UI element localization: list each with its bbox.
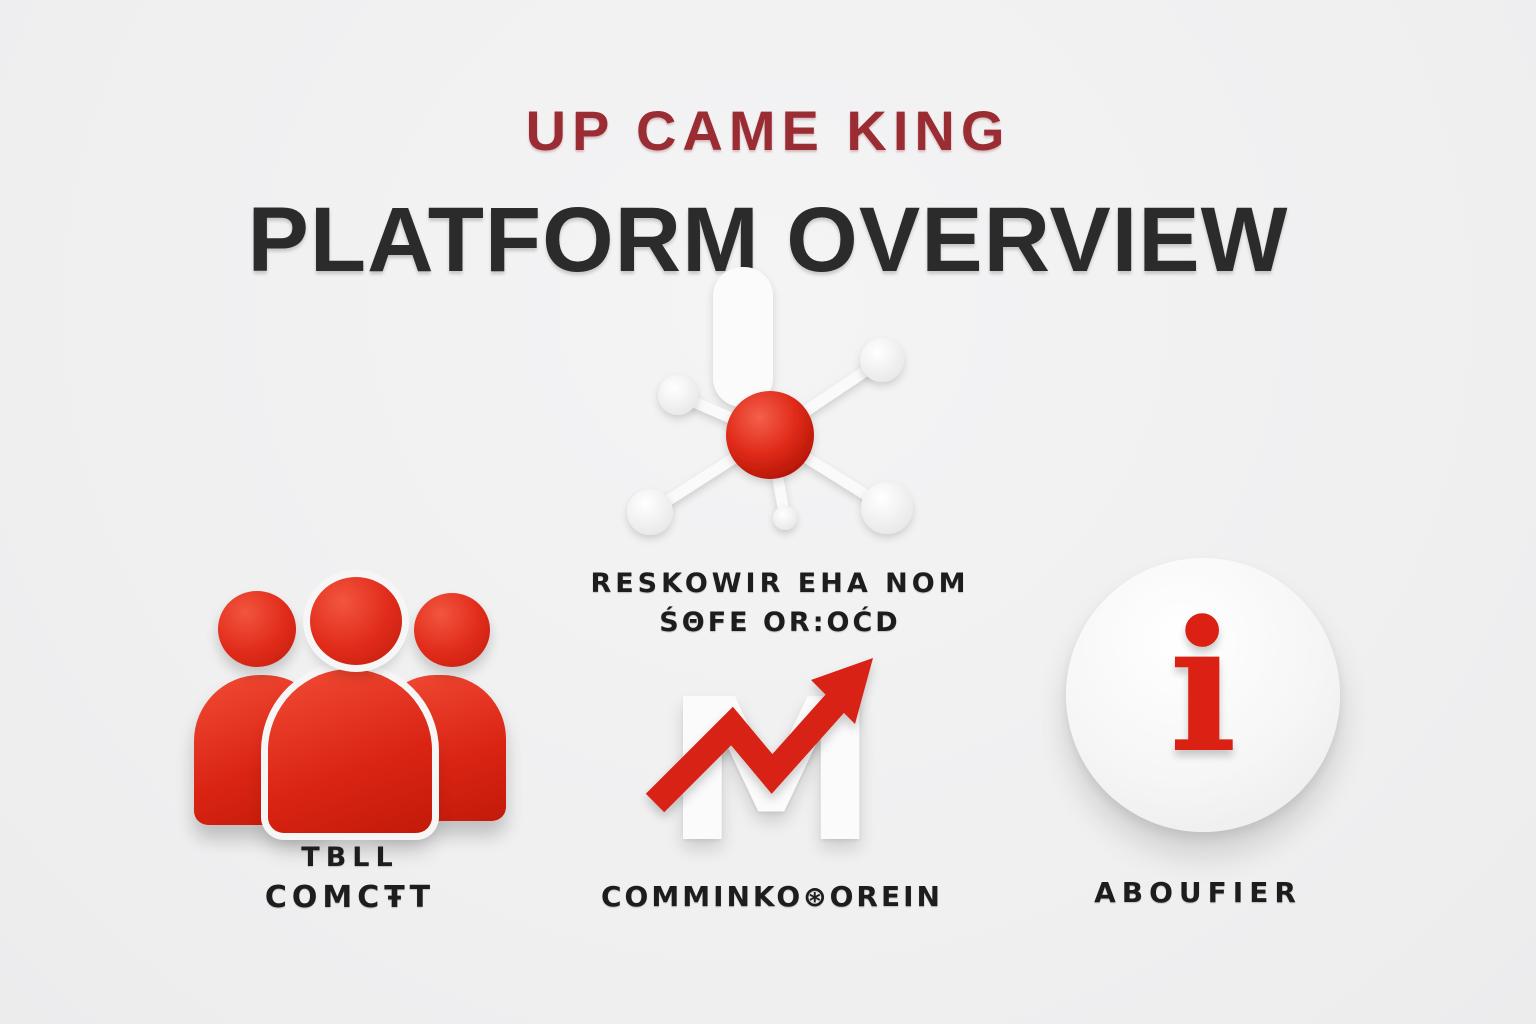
team-people-icon	[190, 575, 510, 845]
growth-caption-line1: COMMINKO⊛OREIN	[601, 880, 943, 913]
growth-caption: COMMINKO⊛OREIN	[562, 880, 982, 913]
poster-subtitle: UP CAME KING	[525, 99, 1011, 162]
network-caption-line1: RESKOWIR EHA NOM	[590, 568, 970, 599]
info-letter: i	[1168, 582, 1238, 793]
person-head	[310, 577, 402, 665]
network-satellite-nodes	[627, 338, 913, 535]
info-icon: i	[1066, 558, 1340, 832]
page-title: PLATFORM OVERVIEW	[247, 189, 1289, 291]
person-body	[268, 669, 432, 833]
network-nodes-icon	[627, 267, 913, 535]
person-head	[414, 593, 490, 667]
network-pointer-pill	[713, 267, 773, 407]
team-caption-line2: COMCŦT	[264, 880, 436, 915]
network-hub-node	[726, 391, 814, 479]
trend-arrow-icon	[645, 658, 873, 813]
about-caption: ABOUFIER	[1048, 876, 1348, 909]
team-caption: TBLL COMCŦT	[205, 842, 495, 915]
network-caption-line2: ŚΘFE OR:OĆD	[659, 607, 901, 638]
about-caption-line1: ABOUFIER	[1094, 876, 1302, 909]
network-caption: RESKOWIR EHA NOM ŚΘFE OR:OĆD	[550, 568, 1010, 638]
growth-chart-icon: M	[615, 640, 965, 880]
person-head	[218, 591, 296, 667]
team-caption-line1: TBLL	[301, 842, 399, 873]
